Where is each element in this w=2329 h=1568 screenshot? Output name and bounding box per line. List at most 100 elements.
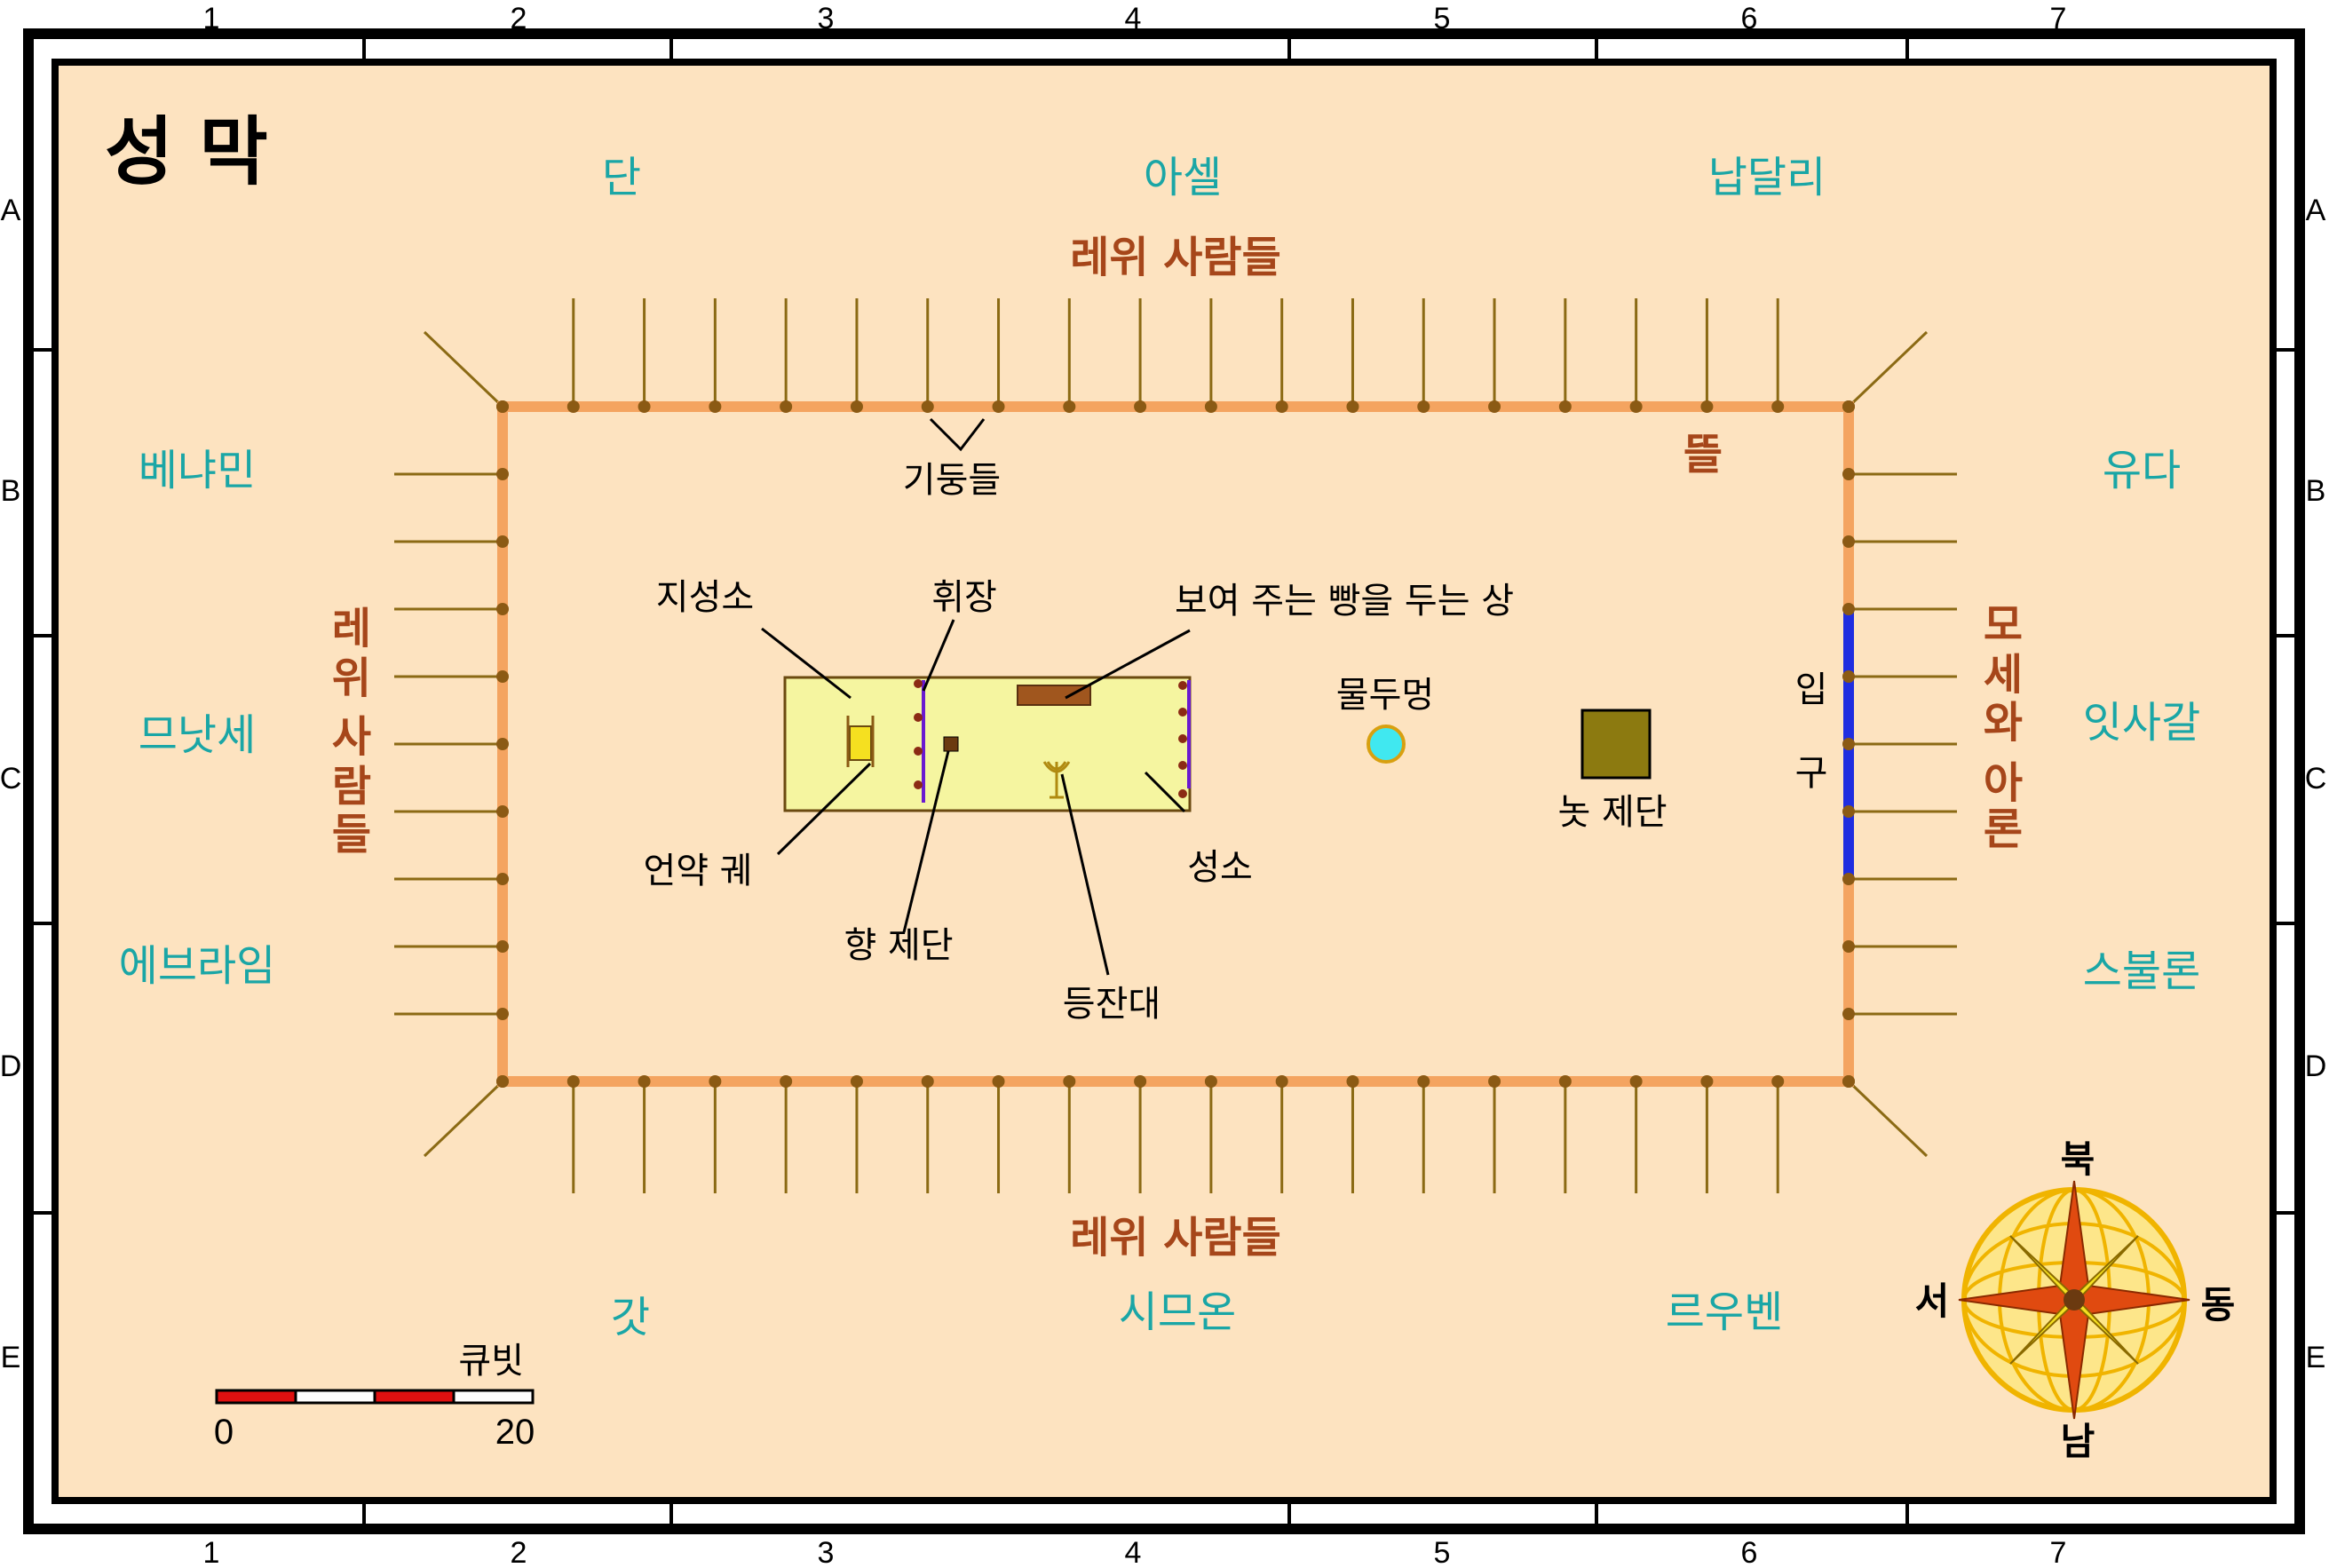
- pillar: [1842, 873, 1855, 885]
- pillar: [1063, 400, 1076, 413]
- lampstand-label: 등잔대: [1063, 984, 1161, 1025]
- pillar: [1204, 400, 1217, 413]
- levites-west: 레 위 사 람 들: [332, 604, 371, 859]
- tribe-west-1: 베냐민: [139, 446, 256, 495]
- tribe-north-1: 단: [602, 153, 641, 202]
- levites-north: 레위 사람들: [1070, 233, 1281, 282]
- tribe-north-3: 납달리: [1708, 153, 1826, 202]
- laver-icon: [1367, 725, 1406, 764]
- tent-post: [1178, 761, 1187, 770]
- laver-label: 물두멍: [1336, 675, 1434, 716]
- tribe-west-2: 므낫세: [139, 710, 256, 760]
- scale-max: 20: [495, 1413, 535, 1452]
- pillar: [992, 1075, 1005, 1088]
- tent-post: [1178, 681, 1187, 690]
- tabernacle-tent: [783, 676, 1192, 812]
- grid-column-label: 2: [511, 2, 527, 36]
- peg-line: [423, 330, 504, 408]
- pillar: [496, 1008, 509, 1020]
- pillar: [496, 603, 509, 615]
- tribe-north-2: 아셀: [1144, 153, 1222, 202]
- pillar: [496, 400, 509, 413]
- holy-place-area: [783, 676, 1192, 812]
- pillar: [1629, 400, 1643, 413]
- grid-column-label: 7: [2050, 1536, 2067, 1568]
- pillar: [1629, 1075, 1643, 1088]
- bronze-altar-label: 놋 제단: [1557, 792, 1667, 833]
- ark-label: 언약 궤: [643, 851, 752, 891]
- courtyard-label: 뜰: [1683, 430, 1723, 479]
- pillar: [496, 873, 509, 885]
- tent-post: [914, 747, 923, 756]
- grid-row-label: B: [2306, 474, 2326, 508]
- tribe-south-2: 시므온: [1119, 1287, 1236, 1337]
- pillar: [566, 1075, 580, 1088]
- pillar: [1134, 1075, 1147, 1088]
- grid-row-label: B: [1, 474, 21, 508]
- compass-east: 동: [2201, 1283, 2236, 1326]
- pillar: [1275, 1075, 1288, 1088]
- pillar: [1842, 670, 1855, 683]
- pillar: [496, 940, 509, 953]
- grid-column-label: 3: [818, 1536, 835, 1568]
- pillar: [1842, 940, 1855, 953]
- leader-lines: [761, 417, 1191, 976]
- tribe-south-3: 르우벤: [1666, 1287, 1783, 1337]
- pillar: [1842, 535, 1855, 548]
- levites-east: 모 세 와 아 론: [1984, 600, 2023, 854]
- grid-column-label: 2: [511, 1536, 527, 1568]
- compass-west: 서: [1915, 1279, 1950, 1323]
- pillar: [1842, 1008, 1855, 1020]
- grid-row-label: A: [2306, 194, 2326, 227]
- pillar: [850, 1075, 863, 1088]
- pillar: [1488, 400, 1501, 413]
- levites-west-char: 람: [332, 762, 371, 812]
- pillar: [1842, 603, 1855, 615]
- tribe-south-1: 갓: [611, 1293, 650, 1342]
- pillar: [1204, 1075, 1217, 1088]
- tent-post: [914, 780, 923, 789]
- pillar: [1134, 400, 1147, 413]
- grid-column-label: 1: [203, 1536, 220, 1568]
- grid-column-label: 4: [1125, 1536, 1142, 1568]
- compass-south: 남: [2061, 1420, 2095, 1463]
- levites-east-char: 아: [1984, 758, 2023, 808]
- pillar: [1417, 400, 1430, 413]
- grid-row-label: D: [0, 1049, 21, 1083]
- pillar: [496, 468, 509, 480]
- pillar: [709, 1075, 722, 1088]
- levites-south: 레위 사람들: [1070, 1213, 1281, 1263]
- levites-east-char: 론: [1984, 804, 2023, 854]
- entrance-label-char: 입: [1795, 669, 1828, 710]
- pillar: [638, 1075, 651, 1088]
- tent-post: [1178, 734, 1187, 743]
- pillar: [1700, 1075, 1714, 1088]
- grid-row-label: C: [2305, 762, 2327, 796]
- pillar: [921, 1075, 934, 1088]
- grid-column-label: 6: [1741, 1536, 1758, 1568]
- pillar: [1063, 1075, 1076, 1088]
- frame-ticks: [34, 39, 2294, 1524]
- scale-bar: 큐빗 0 20: [214, 1342, 535, 1452]
- peg-line: [1847, 330, 1929, 408]
- veil-label: 휘장: [931, 577, 997, 618]
- lampstand-icon: [1042, 761, 1071, 799]
- grid-row-label: C: [0, 762, 21, 796]
- tent-post: [914, 679, 923, 688]
- pillar: [1842, 738, 1855, 750]
- incense-altar-label: 향 제단: [844, 925, 953, 966]
- grid-column-label: 7: [2050, 2, 2067, 36]
- pillars-label: 기둥들: [903, 460, 1001, 501]
- pillar: [1275, 400, 1288, 413]
- pillar: [1346, 400, 1359, 413]
- pillar: [496, 535, 509, 548]
- pillar: [566, 400, 580, 413]
- grid-column-label: 3: [818, 2, 835, 36]
- levites-west-char: 레: [332, 604, 371, 653]
- grid-column-label: 5: [1434, 1536, 1451, 1568]
- bronze-altar-icon: [1580, 709, 1652, 780]
- pillar: [992, 400, 1005, 413]
- compass-north: 북: [2061, 1137, 2095, 1181]
- pillar: [496, 670, 509, 683]
